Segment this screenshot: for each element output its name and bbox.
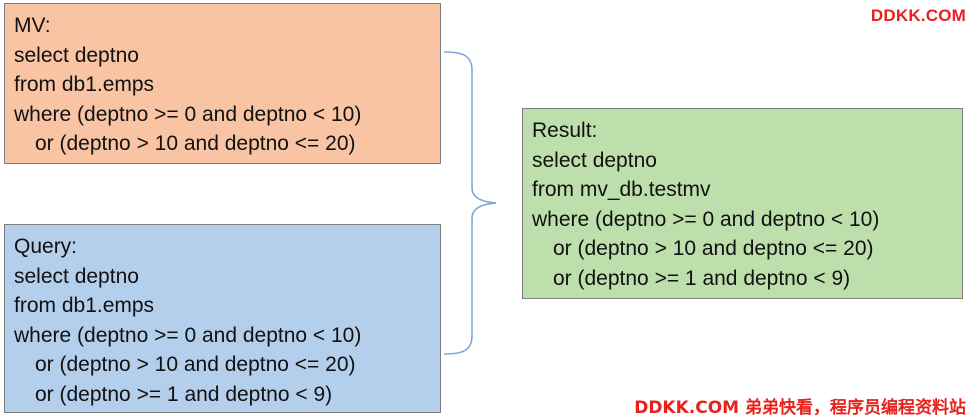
- result-box: Result: select deptno from mv_db.testmv …: [522, 108, 963, 299]
- watermark-bottom: DDKK.COM 弟弟快看，程序员编程资料站: [634, 398, 966, 418]
- result-line-select: select deptno: [532, 148, 657, 172]
- mv-line-or-1: or (deptno > 10 and deptno <= 20): [35, 132, 356, 155]
- query-line-select: select deptno: [14, 264, 139, 288]
- result-title: Result:: [532, 119, 598, 142]
- result-line-from: from mv_db.testmv: [532, 178, 711, 201]
- result-line-or-1: or (deptno > 10 and deptno <= 20): [553, 237, 874, 260]
- query-title: Query:: [14, 235, 78, 258]
- query-box: Query: select deptno from db1.emps where…: [4, 224, 441, 413]
- mv-title: MV:: [14, 14, 51, 37]
- query-line-from: from db1.emps: [14, 294, 155, 317]
- query-line-where: where (deptno >= 0 and deptno < 10): [14, 323, 362, 347]
- mv-line-where: where (deptno >= 0 and deptno < 10): [14, 102, 362, 126]
- brace-path: [443, 51, 497, 355]
- mv-line-select: select deptno: [14, 43, 139, 67]
- query-line-or-1: or (deptno > 10 and deptno <= 20): [35, 353, 356, 376]
- watermark-top: DDKK.COM: [870, 6, 966, 25]
- query-line-or-2: or (deptno >= 1 and deptno < 9): [35, 382, 333, 406]
- mv-line-from: from db1.emps: [14, 73, 155, 96]
- result-line-or-2: or (deptno >= 1 and deptno < 9): [553, 266, 851, 290]
- right-curly-brace-icon: [443, 51, 497, 355]
- mv-box: MV: select deptno from db1.emps where (d…: [4, 3, 441, 164]
- result-line-where: where (deptno >= 0 and deptno < 10): [532, 207, 880, 231]
